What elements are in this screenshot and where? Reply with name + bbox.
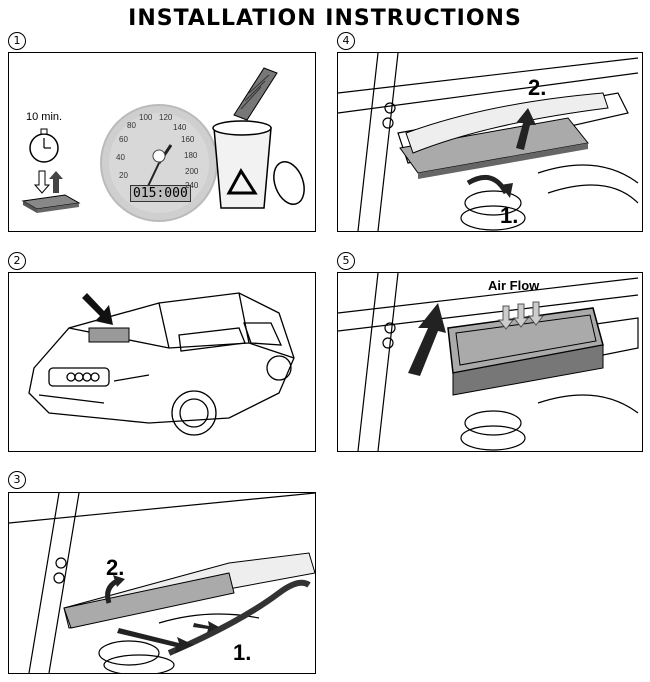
timer-label: 10 min. <box>26 111 63 123</box>
step-1-illustration <box>21 67 305 222</box>
step-4-panel: 2. 1. <box>337 52 643 232</box>
air-flow-arrows-icon <box>497 301 545 330</box>
speedo-tick: 40 <box>116 153 125 162</box>
step-2-panel <box>8 272 316 452</box>
filter-icon <box>21 194 81 213</box>
step-4-illustration <box>338 53 639 231</box>
step-number-2: 2 <box>8 252 26 270</box>
cabin-filter-location-marker <box>88 327 130 343</box>
hood-and-windshield-outline <box>338 273 639 451</box>
step-number-5: 5 <box>337 252 355 270</box>
air-flow-label: Air Flow <box>488 278 540 293</box>
step-4-label-1: 1. <box>500 203 519 228</box>
lift-arrow-icon <box>516 108 536 150</box>
speedo-tick: 240 <box>185 181 199 190</box>
speedo-tick: 100 <box>139 113 153 122</box>
step-1-panel: 10 min. 015:000 20 40 60 80 100 120 140 … <box>8 52 316 232</box>
step-5-panel: Air Flow <box>337 272 643 452</box>
used-filter-icon <box>233 67 278 121</box>
speedo-tick: 20 <box>119 171 128 180</box>
page-title: INSTALLATION INSTRUCTIONS <box>128 6 522 31</box>
car-outline <box>28 292 295 436</box>
step-3-label-2: 2. <box>106 555 125 580</box>
step-2-illustration <box>28 292 295 436</box>
odometer-readout: 015:000 <box>130 185 191 202</box>
speedo-tick: 200 <box>185 167 199 176</box>
lift-arrow-icon <box>105 578 119 604</box>
step-number-4: 4 <box>337 32 355 50</box>
step-3-illustration <box>9 493 315 673</box>
cabin-filter-in-housing <box>399 117 589 179</box>
step-number-3: 3 <box>8 471 26 489</box>
pull-arrow-small-icon <box>193 621 219 633</box>
speedo-tick: 160 <box>181 135 195 144</box>
step-3-panel: 2. 1. <box>8 492 316 674</box>
cover-panel <box>405 92 609 154</box>
filter-housing <box>63 572 235 629</box>
insert-arrow-icon <box>408 303 446 376</box>
step-5-illustration <box>338 273 639 451</box>
stopwatch-icon <box>29 128 59 163</box>
rubber-seal <box>167 579 311 656</box>
speedo-tick: 140 <box>173 123 187 132</box>
new-cabin-filter <box>447 307 604 396</box>
pull-arrow-icon <box>117 628 194 653</box>
speedo-tick: 60 <box>119 135 128 144</box>
speedo-tick: 80 <box>127 121 136 130</box>
recycle-bin-icon <box>212 120 305 209</box>
step-3-label-1: 1. <box>233 640 252 665</box>
step-4-label-2: 2. <box>528 75 547 100</box>
step-number-1: 1 <box>8 32 26 50</box>
location-arrow-icon <box>82 293 113 325</box>
speedometer-gauge <box>100 104 218 222</box>
speedo-tick: 180 <box>184 151 198 160</box>
speedo-tick: 120 <box>159 113 173 122</box>
swap-arrows-icon <box>33 170 63 194</box>
